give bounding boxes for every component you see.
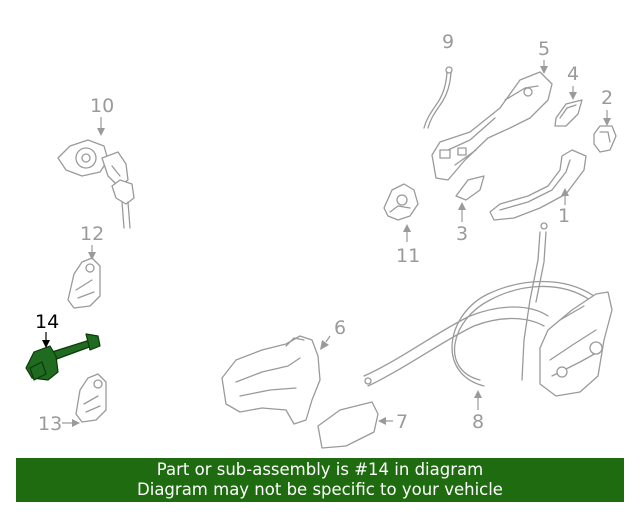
callout-14[interactable]: 14 — [35, 311, 59, 348]
callout-9[interactable]: 9 — [442, 31, 454, 53]
callout-4[interactable]: 4 — [567, 63, 579, 100]
part-3-gasket — [455, 175, 485, 201]
part-9-rod — [423, 66, 453, 129]
part-13-striker-bracket — [75, 373, 107, 423]
callout-3[interactable]: 3 — [456, 202, 468, 245]
callout-13-label: 13 — [38, 413, 62, 435]
callout-11-label: 11 — [396, 245, 420, 267]
callout-9-label: 9 — [442, 31, 454, 53]
callout-10-label: 10 — [90, 95, 114, 117]
callout-6[interactable]: 6 — [320, 317, 346, 350]
part-1-outside-handle — [489, 149, 587, 221]
part-14-door-check — [25, 333, 101, 381]
part-2-cap — [593, 125, 617, 153]
part-4-cover — [554, 99, 583, 127]
callout-7-label: 7 — [396, 411, 408, 433]
callout-5-label: 5 — [538, 38, 550, 60]
part-11-bracket — [383, 183, 419, 221]
callout-11[interactable]: 11 — [396, 224, 420, 267]
part-8-latch-assembly — [363, 222, 613, 397]
callout-12[interactable]: 12 — [80, 223, 104, 260]
parts-diagram: 1 2 3 4 5 6 7 8 9 10 — [25, 31, 617, 449]
callout-8[interactable]: 8 — [472, 390, 484, 433]
part-10-lock-cylinder — [57, 139, 135, 229]
banner-line-1: Part or sub-assembly is #14 in diagram — [156, 460, 484, 479]
callout-10[interactable]: 10 — [90, 95, 114, 136]
callout-7[interactable]: 7 — [378, 411, 408, 433]
callout-4-label: 4 — [567, 63, 579, 85]
part-7-trim — [317, 401, 379, 449]
callout-3-label: 3 — [456, 223, 468, 245]
part-5-handle-carrier — [431, 71, 553, 181]
callout-2-label: 2 — [601, 87, 613, 109]
callout-6-label: 6 — [334, 317, 346, 339]
banner-line-2: Diagram may not be specific to your vehi… — [137, 480, 503, 499]
part-12-striker-bracket — [67, 257, 101, 309]
part-6-inside-handle — [221, 335, 321, 425]
callout-2[interactable]: 2 — [601, 87, 613, 126]
callout-5[interactable]: 5 — [538, 38, 550, 74]
callout-12-label: 12 — [80, 223, 104, 245]
callout-8-label: 8 — [472, 411, 484, 433]
info-banner: Part or sub-assembly is #14 in diagram D… — [16, 458, 624, 502]
callout-14-label: 14 — [35, 311, 59, 333]
callout-1[interactable]: 1 — [558, 188, 570, 227]
callout-13[interactable]: 13 — [38, 413, 80, 435]
callout-1-label: 1 — [558, 205, 570, 227]
